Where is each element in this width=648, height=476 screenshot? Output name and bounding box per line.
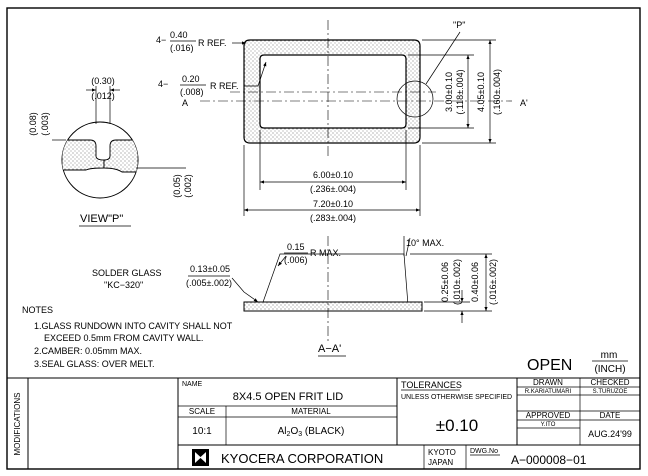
frit-frame bbox=[243, 39, 421, 144]
tb-scale: 10:1 bbox=[192, 426, 212, 437]
dim-outer-height-mm: 4.05±0.10 bbox=[476, 72, 486, 112]
solder-dim-inch: (.005±.002) bbox=[186, 278, 232, 288]
kyocera-logo-icon bbox=[192, 449, 209, 466]
notes: NOTES 1.GLASS RUNDOWN INTO CAVITY SHALL … bbox=[22, 305, 233, 369]
tb-dwg-no: A−000008−01 bbox=[511, 453, 587, 467]
dim-total-thk-mm: 0.40±0.06 bbox=[470, 262, 480, 302]
section-view: A−A' SOLDER GLASS "KC−320" 0.13±0.05 (.0… bbox=[92, 236, 498, 357]
outer-radius-mm: 0.40 bbox=[170, 30, 188, 40]
tb-name: 8X4.5 OPEN FRIT LID bbox=[233, 391, 344, 403]
detail-view-p: (0.30) (.012) (0.08) (.003) (0.05) (.002… bbox=[28, 76, 193, 227]
dim-inner-height-inch: (.118±.004) bbox=[455, 69, 465, 114]
tb-drawn-by: R.KARIATUMARI bbox=[525, 389, 572, 395]
detail-left-glass bbox=[62, 139, 105, 171]
detail-circle bbox=[396, 80, 434, 118]
detail-left-inch: (.003) bbox=[40, 112, 50, 136]
solder-label-2: "KC−320" bbox=[104, 280, 143, 290]
outer-radius-suffix: R REF. bbox=[198, 38, 227, 48]
detail-right-inch: (.002) bbox=[183, 174, 193, 198]
outer-radius-prefix: 4− bbox=[156, 35, 166, 45]
tb-checked-label: CHECKED bbox=[590, 378, 629, 387]
section-title: A−A' bbox=[318, 343, 341, 355]
section-mark-left: A bbox=[182, 98, 188, 108]
drawing-state: OPEN bbox=[527, 357, 572, 374]
detail-width-inch: (.012) bbox=[91, 91, 115, 101]
dim-outer-width-mm: 7.20±0.10 bbox=[313, 199, 353, 209]
notes-heading: NOTES bbox=[22, 305, 53, 315]
section-radius-suffix: R MAX. bbox=[310, 248, 341, 258]
tb-date: AUG.24'99 bbox=[588, 429, 632, 439]
tb-company: KYOCERA CORPORATION bbox=[221, 451, 383, 466]
tb-tolerance: ±0.10 bbox=[436, 416, 478, 435]
angle-callout: 10° MAX. bbox=[406, 238, 444, 248]
note-line-3: 2.CAMBER: 0.05mm MAX. bbox=[34, 346, 142, 356]
section-mark-right: A' bbox=[520, 98, 528, 108]
detail-callout-label: "P" bbox=[453, 20, 465, 30]
inner-radius-prefix: 4− bbox=[158, 79, 168, 89]
solder-dim-mm: 0.13±0.05 bbox=[190, 264, 230, 274]
detail-view-title: VIEW"P" bbox=[80, 213, 123, 225]
tb-tolerances-sub: UNLESS OTHERWISE SPECIFIED bbox=[401, 394, 512, 401]
dim-inner-width-mm: 6.00±0.10 bbox=[313, 170, 353, 180]
detail-right-mm: (0.05) bbox=[172, 174, 182, 198]
units-primary: mm bbox=[601, 350, 618, 361]
tb-material-label: MATERIAL bbox=[291, 407, 331, 416]
detail-width-mm: (0.30) bbox=[91, 76, 115, 86]
section-radius-leader bbox=[277, 255, 287, 267]
tb-drawn-label: DRAWN bbox=[533, 378, 563, 387]
note-line-2: EXCEED 0.5mm FROM CAVITY WALL. bbox=[44, 333, 203, 343]
inner-radius-mm: 0.20 bbox=[182, 74, 200, 84]
tb-date-label: DATE bbox=[600, 411, 621, 420]
dim-outer-height-inch: (.160±.004) bbox=[492, 69, 502, 115]
dim-outer-width-inch: (.283±.004) bbox=[310, 213, 356, 223]
solder-label-1: SOLDER GLASS bbox=[92, 268, 162, 278]
tb-dwg-label: DWG.No bbox=[470, 448, 498, 455]
section-radius-inch: (.006) bbox=[284, 255, 308, 265]
angle-side-line bbox=[405, 237, 411, 257]
top-view: A A' 4− 0.40 (.016) R REF. 4− 0.20 (.008… bbox=[156, 20, 528, 223]
tb-modifications: MODIFICATIONS bbox=[13, 393, 22, 456]
title-block: MODIFICATIONS NAME 8X4.5 OPEN FRIT LID S… bbox=[7, 377, 640, 469]
dim-glass-thk-mm: 0.25±0.06 bbox=[440, 262, 450, 302]
tb-name-label: NAME bbox=[182, 381, 203, 388]
inner-radius-leader bbox=[244, 61, 267, 87]
dim-total-thk-inch: (.016±.002) bbox=[488, 259, 498, 305]
detail-callout-leader bbox=[425, 31, 461, 85]
inner-radius-inch: (.008) bbox=[180, 87, 204, 97]
tb-approved-label: APPROVED bbox=[526, 411, 571, 420]
tb-scale-label: SCALE bbox=[189, 407, 215, 416]
tb-checked-by: S.TURUZOE bbox=[593, 389, 628, 395]
section-radius-mm: 0.15 bbox=[287, 242, 305, 252]
outer-radius-inch: (.016) bbox=[170, 43, 194, 53]
tb-location-country: JAPAN bbox=[428, 458, 453, 467]
tb-approved-by: Y.ITO bbox=[541, 422, 556, 428]
tb-tolerances-label: TOLERANCES bbox=[401, 380, 462, 390]
dim-glass-thk-inch: (.010±.002) bbox=[452, 259, 462, 305]
note-line-4: 3.SEAL GLASS: OVER MELT. bbox=[34, 359, 155, 369]
tb-material: Al2O3 (BLACK) bbox=[278, 426, 345, 438]
detail-left-mm: (0.08) bbox=[28, 112, 38, 136]
detail-right-glass bbox=[103, 139, 138, 173]
units-secondary: (INCH) bbox=[594, 364, 625, 375]
inner-radius-suffix: R REF. bbox=[210, 81, 239, 91]
section-glass-layer bbox=[243, 301, 423, 312]
tb-location-city: KYOTO bbox=[428, 448, 456, 457]
dim-inner-height-mm: 3.00±0.10 bbox=[444, 72, 454, 112]
solder-leader bbox=[231, 277, 259, 303]
dim-inner-width-inch: (.236±.004) bbox=[310, 184, 356, 194]
note-line-1: 1.GLASS RUNDOWN INTO CAVITY SHALL NOT bbox=[34, 321, 233, 331]
sheet-border bbox=[6, 7, 641, 470]
